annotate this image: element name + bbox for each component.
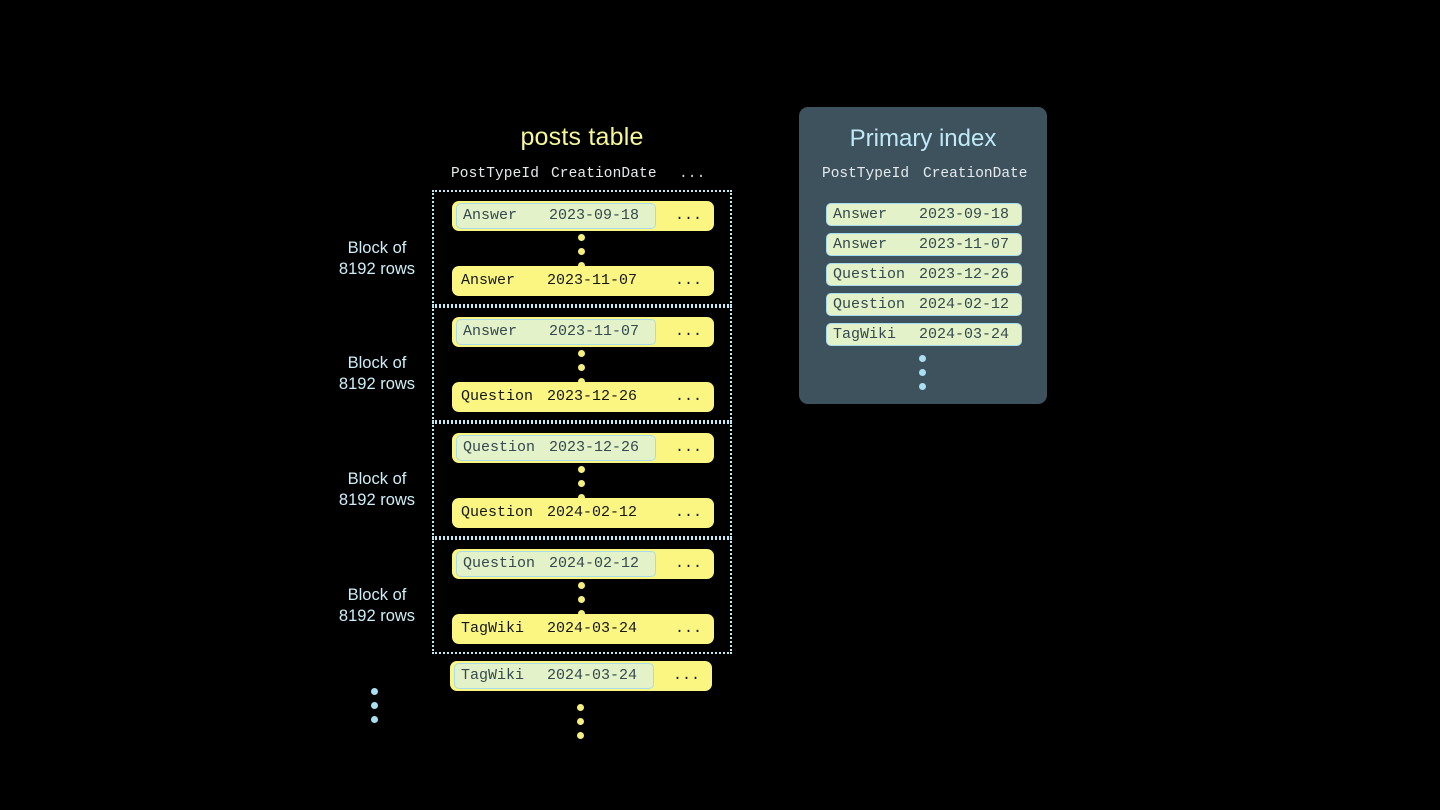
cell-posttypeid: Answer [463,323,518,340]
table-row: Question 2023-12-26 ... [452,382,714,412]
column-header-creationdate: CreationDate [551,166,657,182]
column-header-ellipsis: ... [679,166,706,182]
row-highlight-chip [456,319,656,345]
page-title: posts table [520,123,644,151]
cell-ellipsis: ... [673,667,701,684]
cell-creationdate: 2023-12-26 [919,266,1010,283]
cell-ellipsis: ... [675,620,703,637]
vertical-ellipsis-dots [578,582,587,617]
cell-creationdate: 2023-09-18 [919,206,1010,223]
table-row: Question 2023-12-26 ... [452,433,714,463]
block-label-line-1: Block of [347,354,407,372]
cell-posttypeid: TagWiki [461,667,525,684]
cell-ellipsis: ... [675,439,703,456]
cell-creationdate: 2023-12-26 [547,388,638,405]
block-label-line-2: 8192 rows [338,491,416,509]
block-label-line-1: Block of [347,470,407,488]
cell-ellipsis: ... [675,388,703,405]
table-row: TagWiki 2024-03-24 ... [452,614,714,644]
cell-creationdate: 2024-03-24 [547,667,638,684]
index-continuation-dots [919,355,928,390]
cell-posttypeid: Question [461,388,534,405]
block-label-line-2: 8192 rows [338,260,416,278]
row-highlight-chip [456,551,656,577]
cell-creationdate: 2024-03-24 [919,326,1010,343]
block-label-3: Block of 8192 rows [312,469,442,511]
block-continuation-dots [371,688,380,723]
table-row: Answer 2023-11-07 ... [452,317,714,347]
vertical-ellipsis-dots [578,466,587,501]
cell-creationdate: 2023-09-18 [549,207,640,224]
cell-ellipsis: ... [675,272,703,289]
table-row: Answer 2023-09-18 ... [452,201,714,231]
cell-posttypeid: Question [461,504,534,521]
index-row: Answer 2023-11-07 [826,233,1022,256]
table-block-3: Question 2023-12-26 ... Question 2024-02… [432,422,732,538]
column-header-posttypeid: PostTypeId [451,166,540,182]
column-header-creationdate: CreationDate [923,166,1028,182]
table-row: Answer 2023-11-07 ... [452,266,714,296]
block-label-line-2: 8192 rows [338,607,416,625]
index-row: TagWiki 2024-03-24 [826,323,1022,346]
index-row: Question 2024-02-12 [826,293,1022,316]
block-label-line-1: Block of [347,239,407,257]
primary-index-panel: Primary index PostTypeId CreationDate An… [799,107,1047,404]
cell-ellipsis: ... [675,323,703,340]
block-label-2: Block of 8192 rows [312,353,442,395]
cell-posttypeid: Question [463,439,536,456]
table-block-4: Question 2024-02-12 ... TagWiki 2024-03-… [432,538,732,654]
cell-ellipsis: ... [675,555,703,572]
cell-creationdate: 2024-02-12 [919,296,1010,313]
row-highlight-chip [456,435,656,461]
block-label-4: Block of 8192 rows [312,585,442,627]
cell-creationdate: 2023-11-07 [919,236,1010,253]
cell-creationdate: 2023-11-07 [549,323,640,340]
vertical-ellipsis-dots [578,234,587,269]
primary-index-title: Primary index [849,125,997,152]
table-row: Question 2024-02-12 ... [452,549,714,579]
index-row: Answer 2023-09-18 [826,203,1022,226]
row-highlight-chip [454,663,654,689]
posts-table-column-headers: PostTypeId CreationDate ... [432,166,732,186]
cell-creationdate: 2024-03-24 [547,620,638,637]
block-label-line-2: 8192 rows [338,375,416,393]
primary-index-column-headers: PostTypeId CreationDate [799,166,1047,186]
cell-posttypeid: Answer [833,236,888,253]
cell-posttypeid: Answer [463,207,518,224]
vertical-ellipsis-dots [578,350,587,385]
cell-creationdate: 2023-12-26 [549,439,640,456]
cell-ellipsis: ... [675,207,703,224]
cell-posttypeid: Question [833,266,906,283]
cell-posttypeid: Answer [833,206,888,223]
table-block-1: Answer 2023-09-18 ... Answer 2023-11-07 … [432,190,732,306]
cell-posttypeid: Question [833,296,906,313]
cell-creationdate: 2023-11-07 [547,272,638,289]
cell-posttypeid: TagWiki [833,326,897,343]
cell-posttypeid: TagWiki [461,620,525,637]
table-block-2: Answer 2023-11-07 ... Question 2023-12-2… [432,306,732,422]
cell-posttypeid: Answer [461,272,516,289]
cell-ellipsis: ... [675,504,703,521]
row-highlight-chip [456,203,656,229]
column-header-posttypeid: PostTypeId [822,166,910,182]
table-row: Question 2024-02-12 ... [452,498,714,528]
block-label-line-1: Block of [347,586,407,604]
cell-creationdate: 2024-02-12 [549,555,640,572]
cell-posttypeid: Question [463,555,536,572]
cell-creationdate: 2024-02-12 [547,504,638,521]
index-row: Question 2023-12-26 [826,263,1022,286]
block-label-1: Block of 8192 rows [312,238,442,280]
table-continuation-dots [577,704,586,739]
table-row: TagWiki 2024-03-24 ... [450,661,712,691]
